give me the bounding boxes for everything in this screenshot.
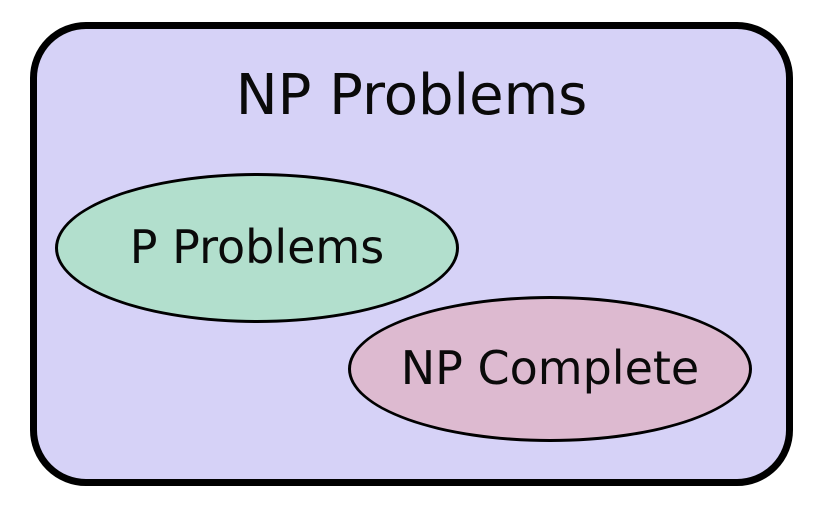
np-problems-label: NP Problems (235, 63, 588, 128)
p-problems-label: P Problems (129, 220, 385, 274)
np-complete-set: NP Complete (348, 296, 752, 442)
np-complete-label: NP Complete (400, 341, 700, 395)
p-problems-set: P Problems (55, 173, 459, 323)
